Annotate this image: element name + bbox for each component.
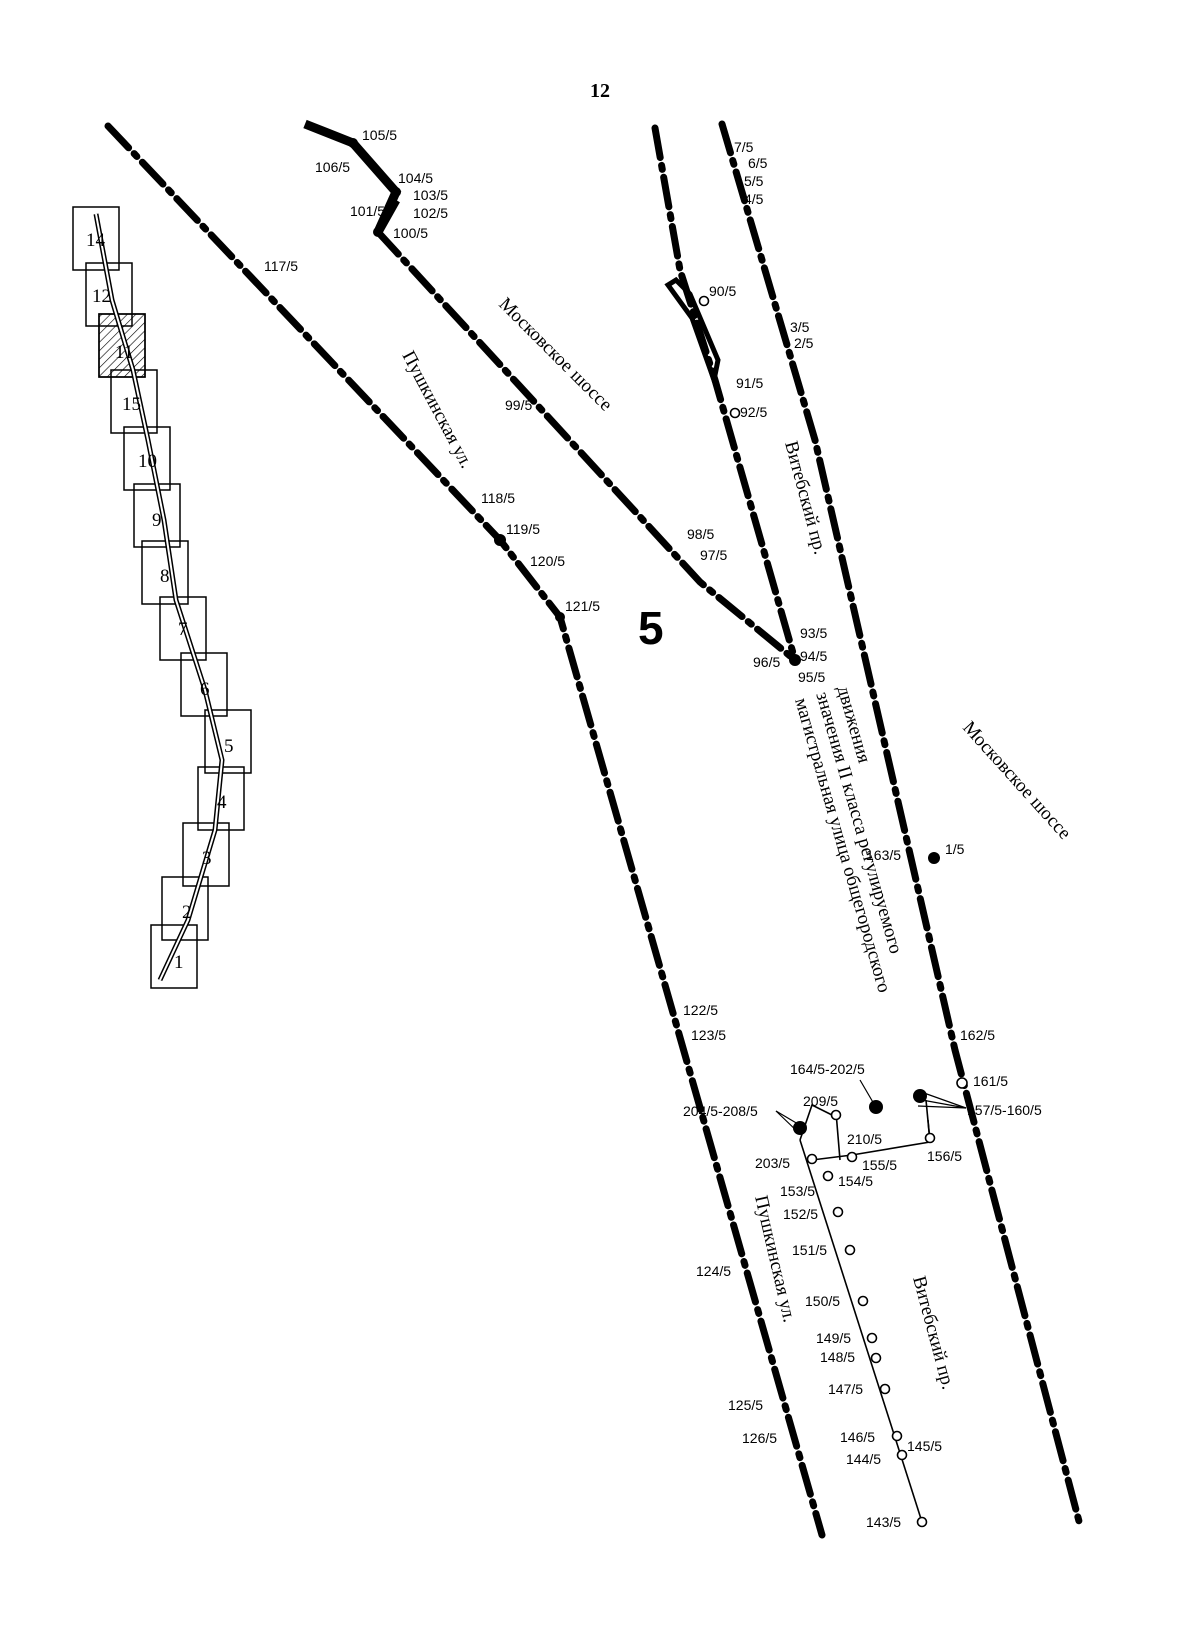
label-118: 118/5 (481, 490, 515, 506)
label-3: 3/5 (790, 319, 810, 335)
label-148: 148/5 (820, 1349, 855, 1365)
pushkinskaya-upper-boundary (104, 122, 826, 1539)
sheet-11: 11 (115, 342, 133, 363)
label-209: 209/5 (803, 1093, 838, 1109)
label-94: 94/5 (800, 648, 827, 664)
label-156: 156/5 (927, 1148, 962, 1164)
label-163: 163/5 (866, 847, 901, 863)
page-number: 12 (590, 80, 610, 102)
label-104: 104/5 (398, 170, 433, 186)
label-151: 151/5 (792, 1242, 827, 1258)
label-93: 93/5 (800, 625, 827, 641)
leader-lines (775, 1079, 967, 1135)
street-vitebsky-top: Витебский пр. (780, 439, 830, 557)
street-moskovskoe-right: Московское шоссе (958, 717, 1075, 843)
label-164-202: 164/5-202/5 (790, 1061, 865, 1077)
label-144: 144/5 (846, 1451, 881, 1467)
label-155: 155/5 (862, 1157, 897, 1173)
loop-near-90 (664, 276, 721, 390)
label-153: 153/5 (780, 1183, 815, 1199)
label-161: 161/5 (973, 1073, 1008, 1089)
label-1: 1/5 (945, 841, 965, 857)
label-126: 126/5 (742, 1430, 777, 1446)
sheet-10: 10 (138, 451, 157, 472)
label-90: 90/5 (709, 283, 736, 299)
label-204-208: 204/5-208/5 (683, 1103, 758, 1119)
label-99: 99/5 (505, 397, 532, 413)
sheet-7: 7 (178, 619, 188, 640)
label-97: 97/5 (700, 547, 727, 563)
label-154: 154/5 (838, 1173, 873, 1189)
sheet-14: 14 (86, 230, 106, 251)
label-92: 92/5 (740, 404, 767, 420)
sheet-5: 5 (224, 736, 234, 757)
vitebsky-left-boundary (651, 124, 799, 664)
vitebsky-right-boundary (718, 120, 1084, 1529)
label-95: 95/5 (798, 669, 825, 685)
label-106: 106/5 (315, 159, 350, 175)
label-119: 119/5 (506, 521, 540, 537)
label-105: 105/5 (362, 127, 397, 143)
point-labels: 105/5 106/5 104/5 103/5 101/5 102/5 100/… (264, 127, 1042, 1530)
label-157-160: 157/5-160/5 (967, 1102, 1042, 1118)
label-210: 210/5 (847, 1131, 882, 1147)
label-98: 98/5 (687, 526, 714, 542)
label-103: 103/5 (413, 187, 448, 203)
zone-number: 5 (638, 602, 664, 654)
label-7: 7/5 (734, 139, 754, 155)
label-102: 102/5 (413, 205, 448, 221)
label-125: 125/5 (728, 1397, 763, 1413)
label-162: 162/5 (960, 1027, 995, 1043)
index-sheet-grid (72, 206, 252, 989)
label-143: 143/5 (866, 1514, 901, 1530)
sheet-12: 12 (92, 286, 111, 307)
label-145: 145/5 (907, 1438, 942, 1454)
label-2: 2/5 (794, 335, 814, 351)
label-101: 101/5 (350, 203, 385, 219)
label-146: 146/5 (840, 1429, 875, 1445)
sheet-1: 1 (174, 952, 184, 973)
label-5: 5/5 (744, 173, 764, 189)
label-100: 100/5 (393, 225, 428, 241)
street-vitebsky-bottom: Витебский пр. (908, 1274, 958, 1392)
sheet-8: 8 (160, 566, 170, 587)
sheet-15: 15 (122, 394, 141, 415)
street-class-annotation: магистральная улица общегородского значе… (790, 683, 906, 995)
sheet-4: 4 (217, 792, 227, 813)
label-150: 150/5 (805, 1293, 840, 1309)
label-121: 121/5 (565, 598, 600, 614)
label-147: 147/5 (828, 1381, 863, 1397)
label-203: 203/5 (755, 1155, 790, 1171)
label-4: 4/5 (744, 191, 764, 207)
label-120: 120/5 (530, 553, 565, 569)
label-91: 91/5 (736, 375, 763, 391)
label-123: 123/5 (691, 1027, 726, 1043)
street-pushkinskaya-top: Пушкинская ул. (398, 347, 477, 471)
label-149: 149/5 (816, 1330, 851, 1346)
label-152: 152/5 (783, 1206, 818, 1222)
index-sheet-labels: 1 2 3 4 5 6 7 8 9 10 11 15 12 13 14 (86, 230, 234, 973)
label-117: 117/5 (264, 258, 298, 274)
label-124: 124/5 (696, 1263, 731, 1279)
point-markers (348, 138, 968, 1528)
label-122: 122/5 (683, 1002, 718, 1018)
label-6: 6/5 (748, 155, 768, 171)
label-96: 96/5 (753, 654, 780, 670)
sheet-6: 6 (200, 679, 210, 700)
sheet-3: 3 (202, 848, 212, 869)
sheet-9: 9 (152, 510, 162, 531)
sheet-2: 2 (182, 902, 192, 923)
moskovskoe-shosse-boundary (374, 228, 799, 664)
